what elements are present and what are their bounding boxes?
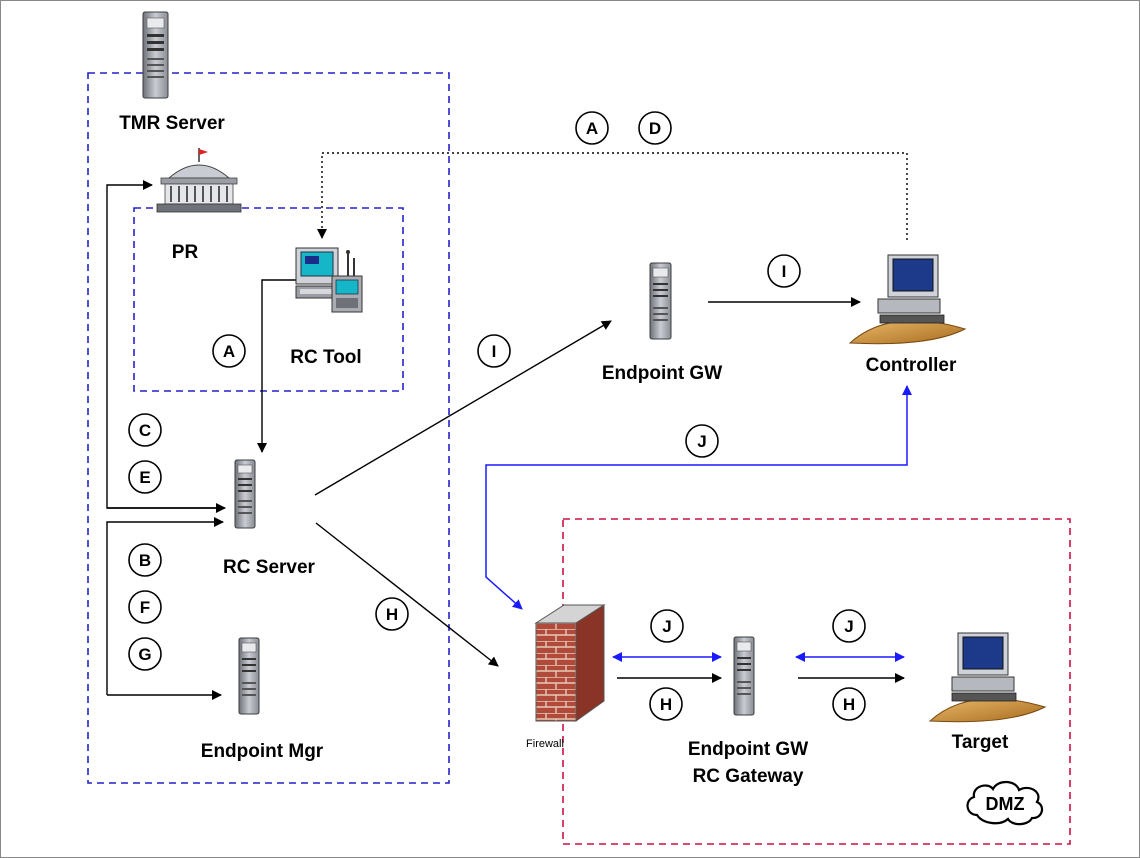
step-marker: G (128, 637, 162, 671)
step-marker: H (375, 597, 409, 631)
endpoint-mgr-label: Endpoint Mgr (201, 741, 324, 762)
rc-server-to-endpoint-gw-connector (314, 320, 612, 496)
tmr-server-region (87, 72, 450, 784)
step-marker: B (128, 543, 162, 577)
step-marker: E (128, 460, 162, 494)
svg-text:I: I (492, 342, 497, 361)
firewall-label: Firewall (526, 738, 564, 750)
step-marker: A (575, 111, 609, 145)
step-marker: I (767, 254, 801, 288)
svg-text:H: H (843, 695, 855, 714)
svg-text:A: A (586, 119, 598, 138)
dmz-label: DMZ (986, 794, 1025, 814)
dmz-cloud-icon (966, 780, 1044, 826)
target-label: Target (952, 732, 1009, 753)
svg-text:F: F (140, 598, 150, 617)
pr-region (133, 207, 404, 392)
step-marker: D (638, 111, 672, 145)
rc-server-icon[interactable] (234, 459, 256, 529)
controller-workstation-icon[interactable] (848, 254, 967, 345)
step-marker: F (128, 590, 162, 624)
svg-text:B: B (139, 551, 151, 570)
svg-text:G: G (138, 645, 151, 664)
rc-tool-to-rc-server-connector (257, 279, 300, 453)
svg-text:H: H (660, 695, 672, 714)
svg-text:J: J (844, 617, 853, 636)
step-marker: J (685, 424, 719, 458)
target-workstation-icon[interactable] (928, 632, 1047, 723)
step-marker: J (650, 609, 684, 643)
rc-server-label: RC Server (223, 557, 315, 578)
svg-text:E: E (139, 468, 150, 487)
endpoint-gw-top-icon[interactable] (649, 262, 672, 340)
endpoint-gw-dmz-label: Endpoint GW (688, 739, 808, 760)
svg-text:J: J (662, 617, 671, 636)
step-marker: H (649, 687, 683, 721)
rc-tool-label: RC Tool (290, 347, 361, 368)
endpoint-mgr-icon[interactable] (238, 637, 260, 715)
endpoint-gw-top-label: Endpoint GW (602, 363, 722, 384)
svg-text:J: J (697, 432, 706, 451)
rc-server-endpoint-mgr-connector (106, 517, 224, 695)
controller-label: Controller (866, 355, 957, 376)
svg-text:D: D (649, 119, 661, 138)
svg-text:H: H (386, 605, 398, 624)
step-marker: J (832, 609, 866, 643)
step-marker: C (128, 413, 162, 447)
rc-server-to-firewall-connector (315, 522, 499, 667)
controller-to-firewall-blue-connector (485, 387, 908, 610)
firewall-icon[interactable] (534, 604, 606, 722)
pr-rc-server-connector (106, 180, 223, 509)
step-marker: A (212, 334, 246, 368)
rc-gateway-label: RC Gateway (693, 766, 804, 787)
step-marker: H (832, 687, 866, 721)
rc-tool-icon[interactable] (295, 247, 363, 313)
tmr-server-icon[interactable] (142, 11, 169, 99)
controller-to-rc-tool-connector (317, 152, 908, 240)
svg-text:C: C (139, 421, 151, 440)
tmr-server-label: TMR Server (119, 113, 225, 134)
svg-text:I: I (782, 262, 787, 281)
pr-database-icon[interactable] (156, 148, 242, 213)
endpoint-gw-dmz-icon[interactable] (733, 636, 755, 716)
step-marker: I (477, 334, 511, 368)
svg-text:A: A (223, 342, 235, 361)
pr-label: PR (172, 242, 199, 263)
